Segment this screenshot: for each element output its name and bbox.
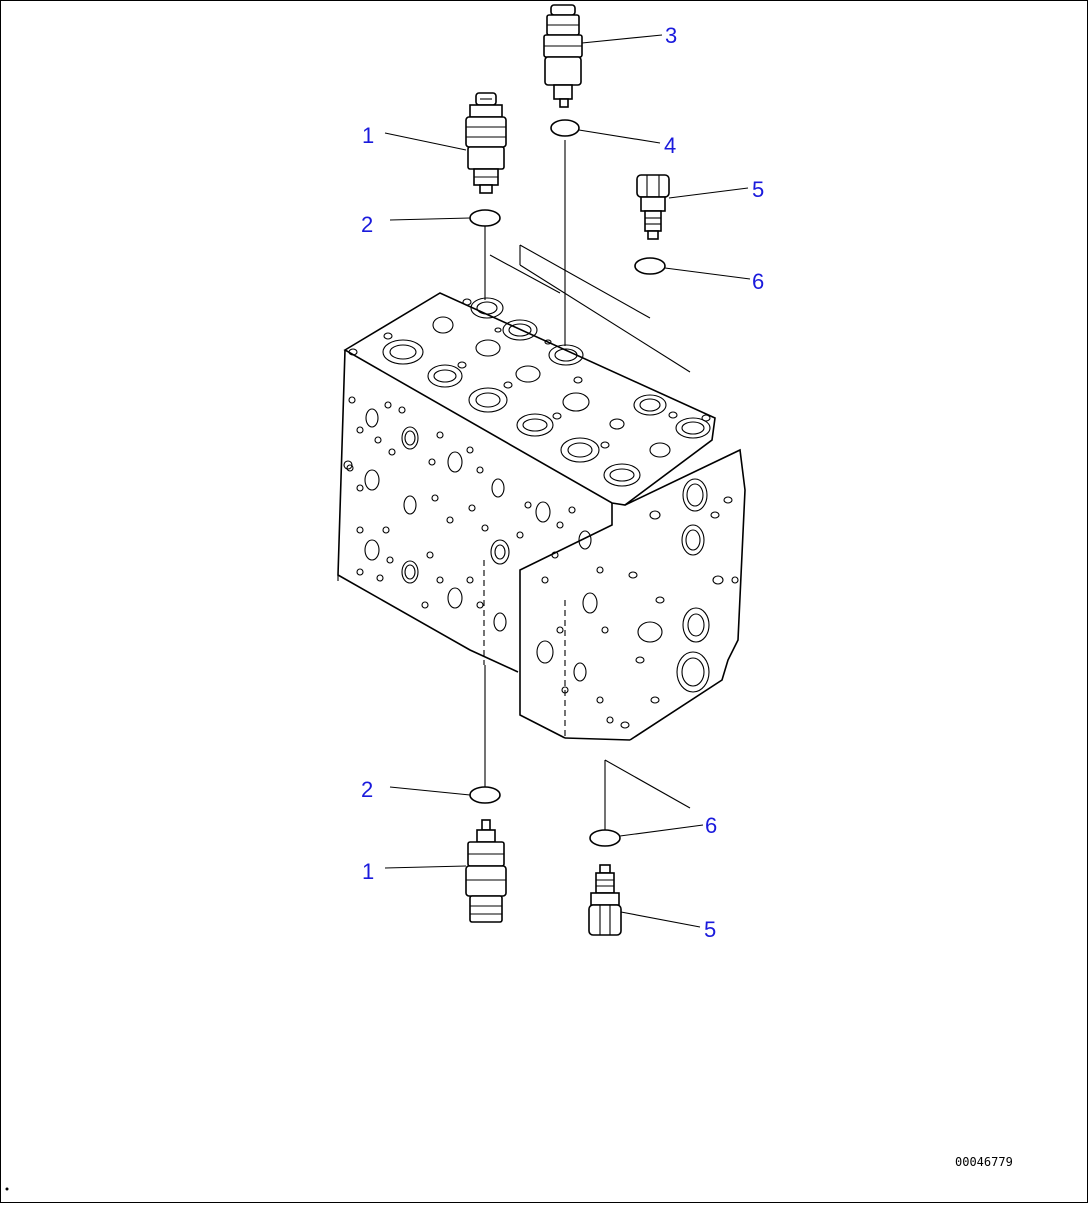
corner-dot bbox=[5, 1187, 9, 1191]
callout-6-bottom: 6 bbox=[705, 813, 717, 838]
o-ring-top bbox=[469, 209, 501, 227]
valve-top bbox=[543, 4, 583, 108]
relief-valve-top bbox=[465, 92, 507, 194]
o-ring-4 bbox=[550, 119, 580, 137]
callout-5-top: 5 bbox=[752, 177, 764, 202]
callout-5-bottom: 5 bbox=[704, 917, 716, 942]
callout-1-bottom: 1 bbox=[362, 859, 374, 884]
o-ring-6-bottom bbox=[589, 829, 621, 847]
plug-top bbox=[636, 174, 670, 240]
o-ring-bottom bbox=[469, 786, 501, 804]
callout-leaders bbox=[384, 34, 751, 928]
plug-bottom bbox=[588, 864, 622, 936]
alignment-lines bbox=[484, 140, 691, 830]
callout-2-top: 2 bbox=[361, 212, 373, 237]
document-id: 00046779 bbox=[955, 1155, 1013, 1169]
callout-4: 4 bbox=[664, 133, 676, 158]
callout-1-top: 1 bbox=[362, 123, 374, 148]
control-valve-body bbox=[337, 244, 746, 741]
callout-3: 3 bbox=[665, 23, 677, 48]
callout-2-bottom: 2 bbox=[361, 777, 373, 802]
o-ring-6-top bbox=[634, 257, 666, 275]
relief-valve-bottom bbox=[465, 819, 507, 923]
callout-6-top: 6 bbox=[752, 269, 764, 294]
